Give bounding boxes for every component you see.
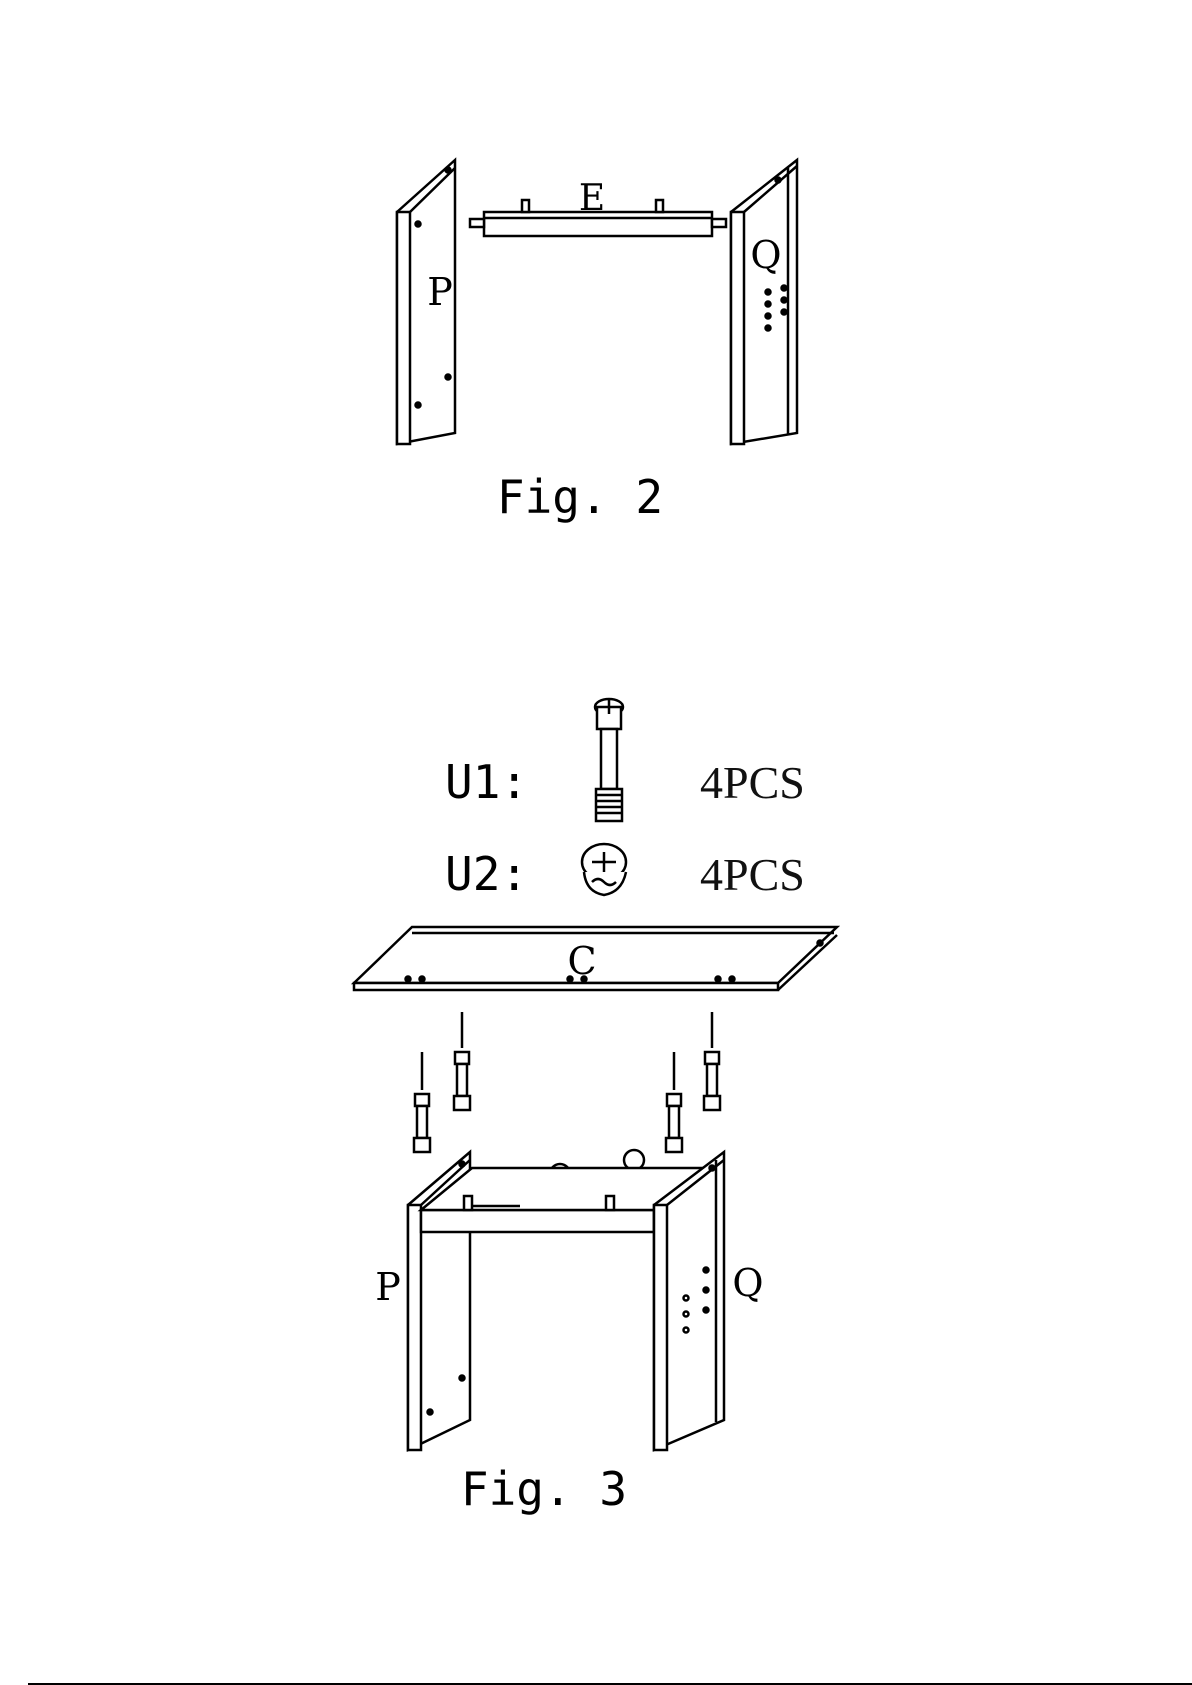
cam-bolt-icon bbox=[595, 699, 623, 821]
cam-bolt-small bbox=[666, 1094, 682, 1152]
label-p-assembled: P bbox=[375, 1265, 401, 1309]
hardware-code-u1: U1: bbox=[445, 755, 528, 809]
hardware-qty-u1: 4PCS bbox=[700, 757, 805, 808]
fig3-diagram bbox=[354, 927, 837, 1450]
label-p: P bbox=[427, 270, 453, 314]
panel-q-assembled bbox=[654, 1152, 724, 1450]
hardware-code-u2: U2: bbox=[445, 847, 528, 901]
cam-bolt-small bbox=[454, 1052, 470, 1110]
label-q-assembled: Q bbox=[732, 1261, 763, 1305]
hardware-qty-u2: 4PCS bbox=[700, 849, 805, 900]
fig3-caption: Fig. 3 bbox=[461, 1462, 627, 1516]
fig2-caption: Fig. 2 bbox=[497, 470, 663, 524]
label-c: C bbox=[567, 939, 596, 983]
label-q: Q bbox=[750, 233, 781, 277]
cam-bolt-small bbox=[414, 1094, 430, 1152]
cam-bolt-small bbox=[704, 1052, 720, 1110]
cam-lock-icon bbox=[582, 844, 626, 895]
label-e: E bbox=[579, 178, 605, 219]
panel-q bbox=[731, 160, 797, 444]
